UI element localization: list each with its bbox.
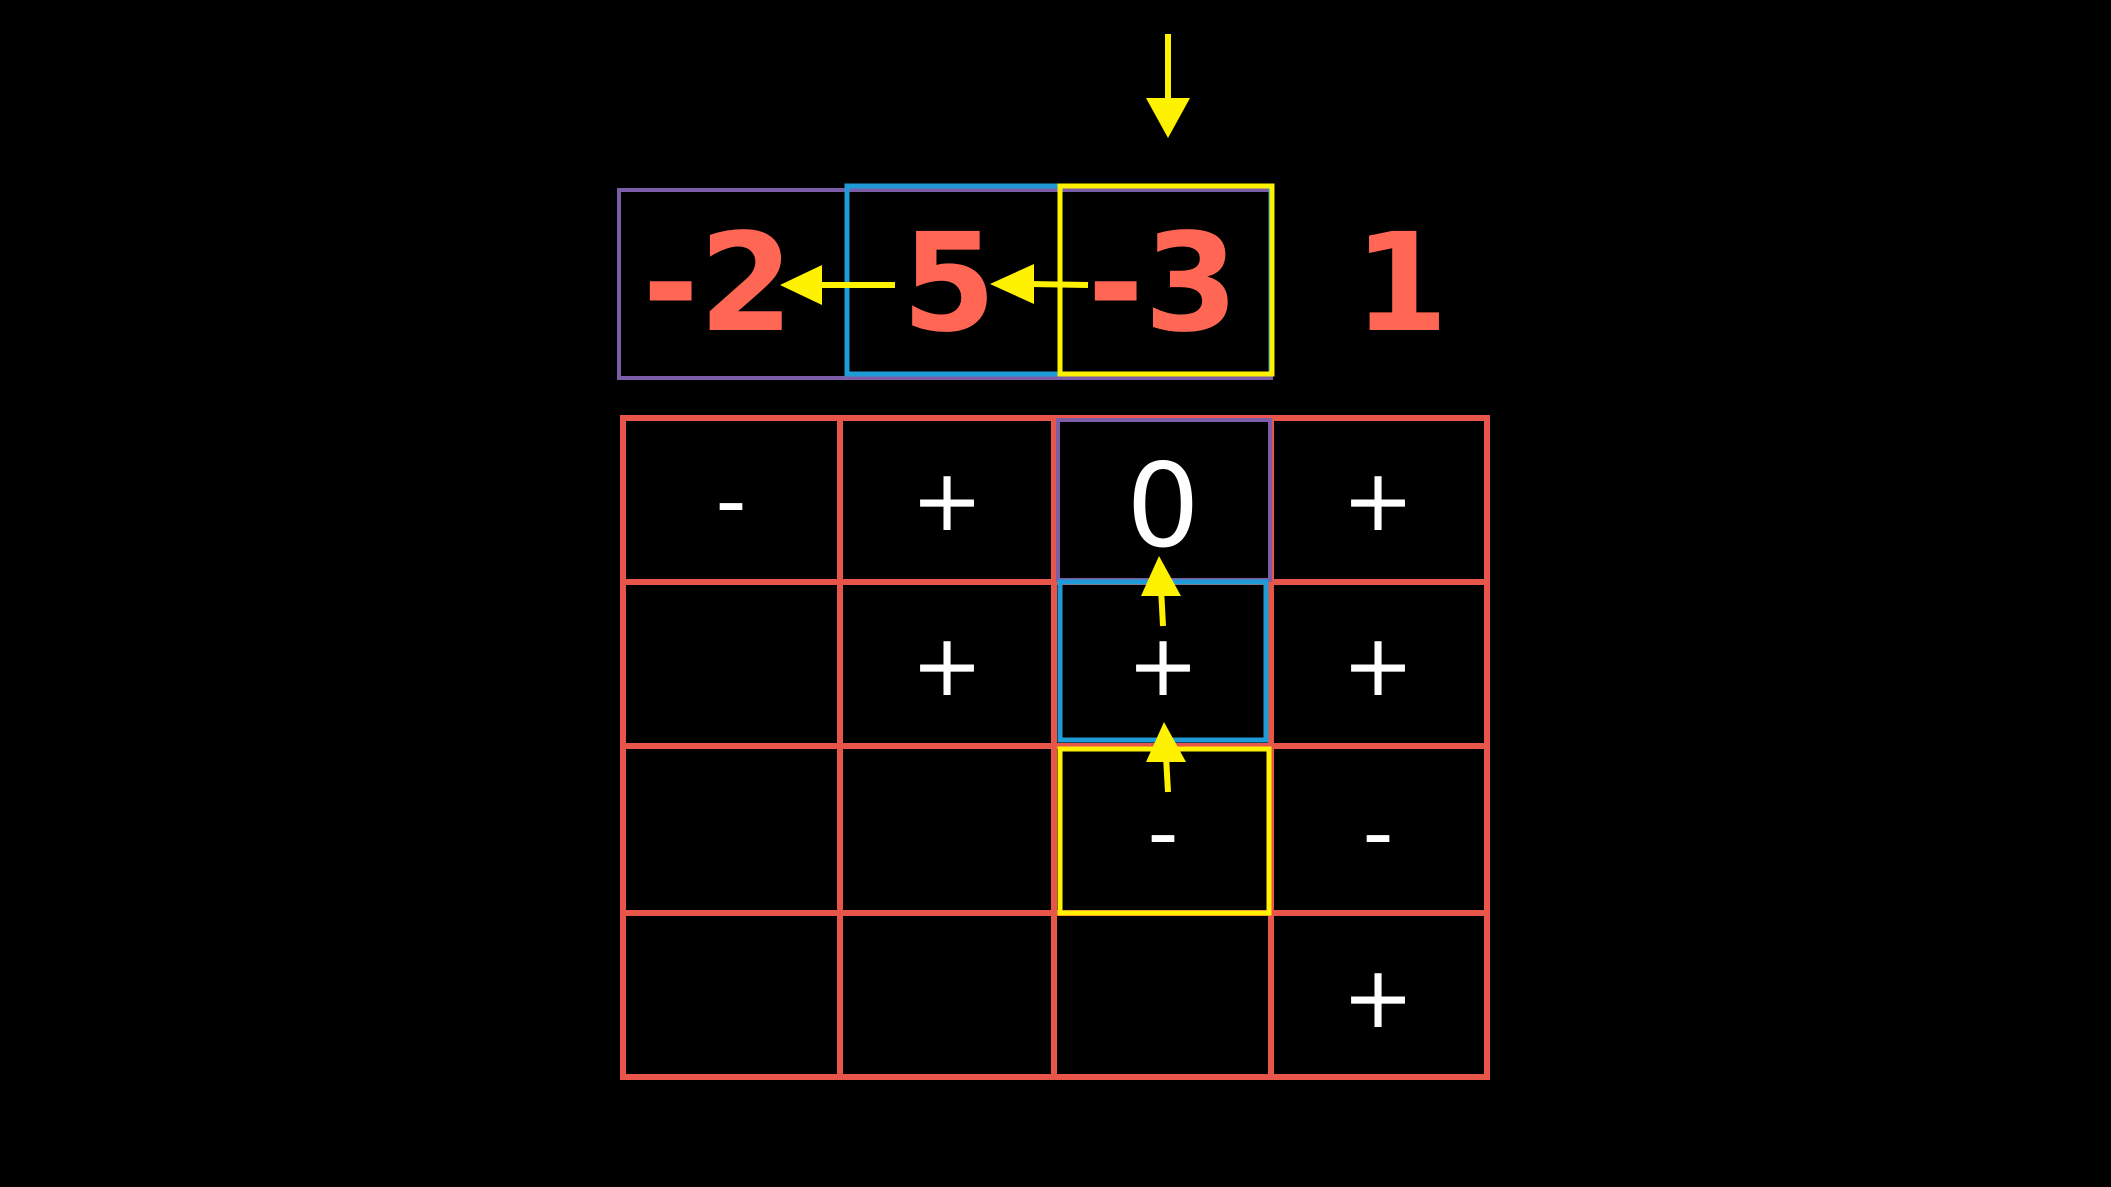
left-arrow-icon [780, 265, 895, 305]
top-value-2: 5 [902, 205, 997, 363]
cell-r1-c4: + [1342, 451, 1414, 551]
sign-grid [620, 415, 1490, 1080]
cell-r4-c4: + [1342, 948, 1414, 1048]
cell-r2-c3: + [1127, 616, 1199, 716]
down-arrow-icon [1146, 34, 1190, 138]
top-value-4: 1 [1354, 205, 1449, 363]
cell-r2-c2: + [911, 616, 983, 716]
cell-r1-c1: - [715, 451, 746, 551]
top-value-3: -3 [1087, 205, 1238, 363]
left-arrow-icon [990, 264, 1089, 304]
yellow-highlight-box [1057, 183, 1275, 377]
cell-r1-c2: + [911, 451, 983, 551]
cell-r1-c3: 0 [1126, 439, 1200, 574]
up-arrow-icon [1146, 722, 1186, 793]
cell-r2-c4: + [1342, 616, 1414, 716]
cell-r3-c4: - [1362, 783, 1393, 883]
up-arrow-icon [1141, 556, 1181, 627]
cell-r3-c3: - [1147, 783, 1178, 883]
top-value-1: -2 [642, 205, 793, 363]
